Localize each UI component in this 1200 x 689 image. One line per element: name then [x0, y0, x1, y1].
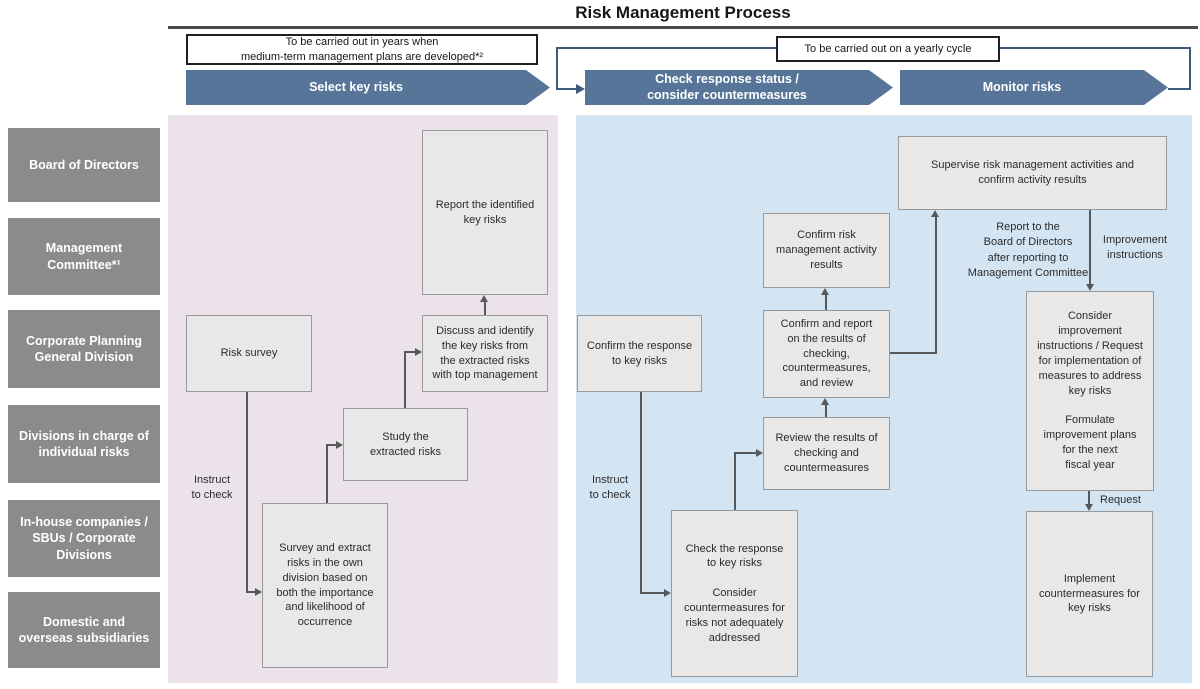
edge-label-report-to-board: Report to the Board of Directors after r…: [967, 221, 1089, 280]
arrowhead-into-confirm-report: [821, 398, 829, 405]
title-rule: [168, 26, 1198, 29]
connector-yearly-loop-right: [1189, 47, 1191, 90]
arrowhead-into-confirm-activity: [821, 288, 829, 295]
flow-box-confirm-response-key-risks: Confirm the response to key risks: [577, 315, 702, 392]
flow-box-supervise-risk-management: Supervise risk management activities and…: [898, 136, 1167, 210]
phase-banner-check-response-status: Check response status / consider counter…: [585, 70, 893, 105]
page-title: Risk Management Process: [575, 3, 791, 22]
arrowhead-into-review-results: [756, 449, 763, 457]
flow-box-discuss-identify-key-risks: Discuss and identify the key risks from …: [422, 315, 548, 392]
arrowhead-into-report-identified: [480, 295, 488, 302]
flow-box-risk-survey: Risk survey: [186, 315, 312, 392]
flow-box-check-response-key-risks: Check the response to key risks Consider…: [671, 510, 798, 677]
connector-yearly-loop-left: [556, 47, 558, 90]
connector-confirm-response-right: [640, 592, 664, 594]
flow-box-confirm-and-report-results: Confirm and report on the results of che…: [763, 310, 890, 398]
connector-study-up: [404, 351, 406, 408]
connector-improvement-instructions-down: [1089, 210, 1091, 285]
actor-divisions-individual-risks: Divisions in charge of individual risks: [8, 405, 160, 483]
flow-box-confirm-activity-results: Confirm risk management activity results: [763, 213, 890, 288]
phase-banner-monitor-risks: Monitor risks: [900, 70, 1168, 105]
connector-discuss-up: [484, 301, 486, 315]
edge-label-instruct-to-check-select: Instruct to check: [191, 474, 233, 502]
arrowhead-into-check-response: [664, 589, 671, 597]
arrowhead-into-study-extracted: [336, 441, 343, 449]
connector-loop-to-check-phase: [556, 88, 578, 90]
flow-box-study-extracted-risks: Study the extracted risks: [343, 408, 468, 481]
arrowhead-into-implement: [1085, 504, 1093, 511]
arrowhead-into-discuss-identify: [415, 348, 422, 356]
edge-label-instruct-to-check-cycle: Instruct to check: [589, 474, 631, 502]
connector-confirm-response-down: [640, 392, 642, 594]
flow-box-report-identified-key-risks: Report the identified key risks: [422, 130, 548, 295]
flow-box-survey-extract-risks: Survey and extract risks in the own divi…: [262, 503, 388, 668]
flow-box-review-results-checking: Review the results of checking and count…: [763, 417, 890, 490]
connector-report-to-board-up: [935, 217, 937, 354]
actor-corporate-planning-general-division: Corporate Planning General Division: [8, 310, 160, 388]
annotation-medium-term-plans: To be carried out in years when medium-t…: [186, 34, 538, 65]
connector-review-up: [825, 404, 827, 417]
arrowhead-loop-into-check-phase: [576, 84, 585, 94]
arrowhead-into-survey-extract: [255, 588, 262, 596]
actor-domestic-overseas-subsidiaries: Domestic and overseas subsidiaries: [8, 592, 160, 668]
connector-check-response-right: [734, 452, 756, 454]
edge-label-request: Request: [1100, 494, 1141, 506]
connector-risk-survey-down: [246, 392, 248, 593]
actor-management-committee: Management Committee*¹: [8, 218, 160, 295]
connector-request-down: [1088, 491, 1090, 504]
actor-board-of-directors: Board of Directors: [8, 128, 160, 202]
connector-check-response-up: [734, 452, 736, 510]
flow-box-implement-countermeasures: Implement countermeasures for key risks: [1026, 511, 1153, 677]
connector-confirm-report-right: [890, 352, 937, 354]
arrowhead-into-supervise: [931, 210, 939, 217]
actor-inhouse-companies-sbus: In-house companies / SBUs / Corporate Di…: [8, 500, 160, 577]
connector-confirm-report-up: [825, 295, 827, 310]
connector-risk-survey-right: [246, 591, 258, 593]
edge-label-improvement-instructions: Improvement instructions: [1102, 234, 1168, 262]
phase-banner-select-key-risks: Select key risks: [186, 70, 550, 105]
connector-monitor-to-loop: [1168, 88, 1191, 90]
connector-study-right: [404, 351, 418, 353]
connector-survey-extract-up: [326, 444, 328, 503]
arrowhead-into-consider-improvement: [1086, 284, 1094, 291]
annotation-yearly-cycle: To be carried out on a yearly cycle: [776, 36, 1000, 62]
flow-box-consider-improvement-instructions: Consider improvement instructions / Requ…: [1026, 291, 1154, 491]
connector-survey-extract-right: [326, 444, 339, 446]
